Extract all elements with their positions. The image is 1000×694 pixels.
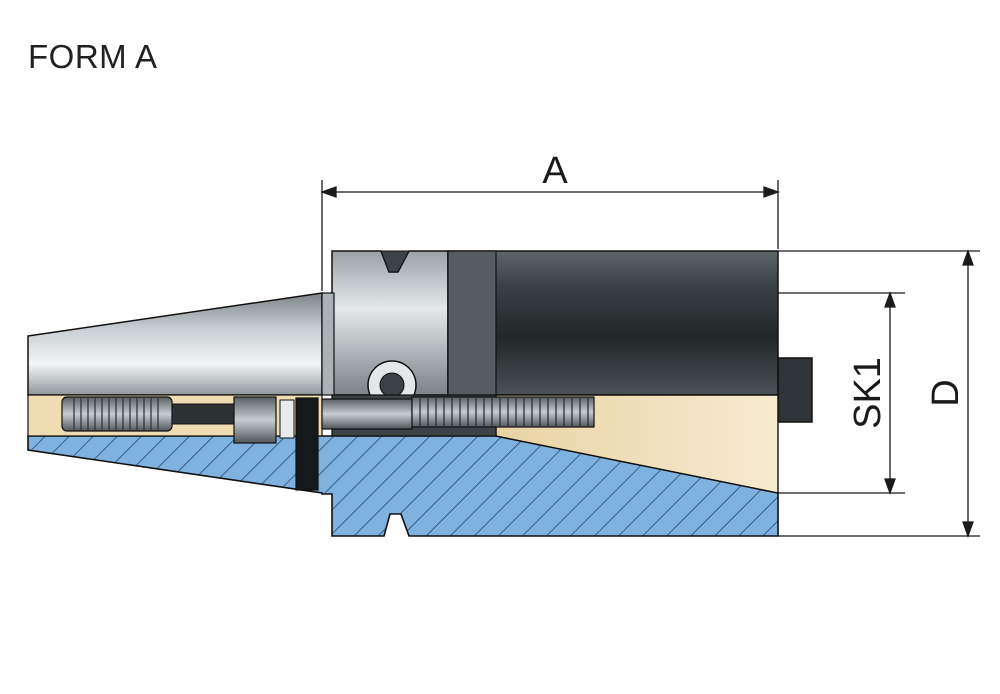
dimension-a-label: A [542,150,568,192]
cross-hole-inner [379,372,405,398]
clamp-screw-threads [419,398,589,426]
taper-shank [27,292,323,396]
washer [279,399,295,439]
flange-collar [321,292,335,396]
dimension-d-label: D [925,379,967,406]
body-step [447,250,497,396]
pull-stud [61,396,173,432]
clamp-screw-head [321,398,413,430]
pull-stud-threads [73,398,159,430]
holder-body [447,250,779,396]
dimension-lines [320,180,980,538]
set-screw [295,397,319,491]
drawing-title: FORM A [28,38,158,75]
stud-shaft [171,403,235,425]
clamp-screw-shaft [411,396,595,428]
stud-collar [233,396,277,444]
flange-groove [380,250,410,273]
dimension-sk1-label: SK1 [847,357,889,429]
drive-key [777,357,813,423]
section-body [27,435,779,537]
